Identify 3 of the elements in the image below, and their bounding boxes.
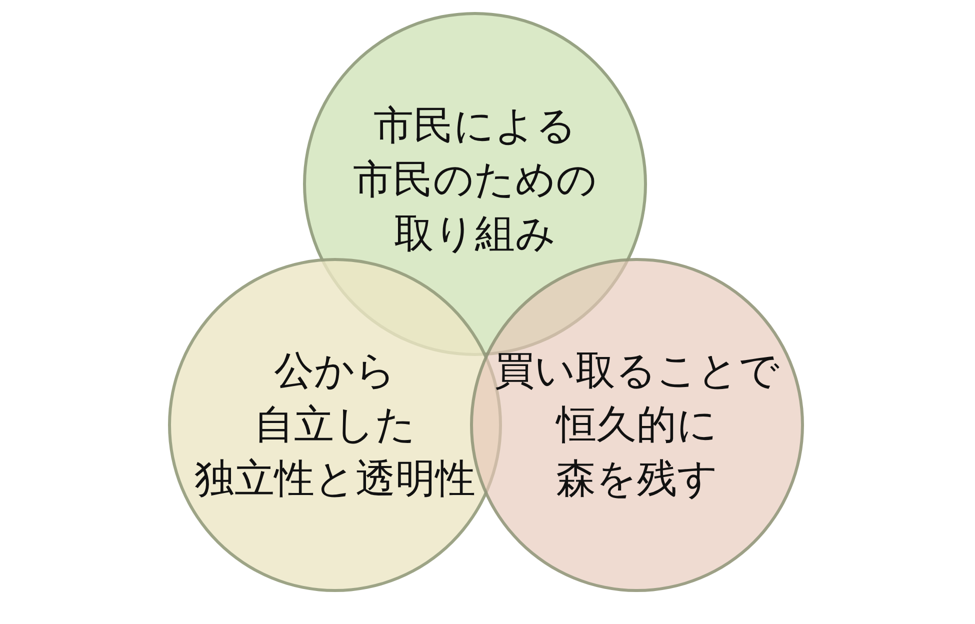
circle-label: 市民による市民のための取り組み — [352, 102, 598, 259]
circle-label: 買い取ることで恒久的に森を残す — [494, 347, 780, 504]
circle-label: 公から自立した独立性と透明性 — [194, 347, 476, 504]
